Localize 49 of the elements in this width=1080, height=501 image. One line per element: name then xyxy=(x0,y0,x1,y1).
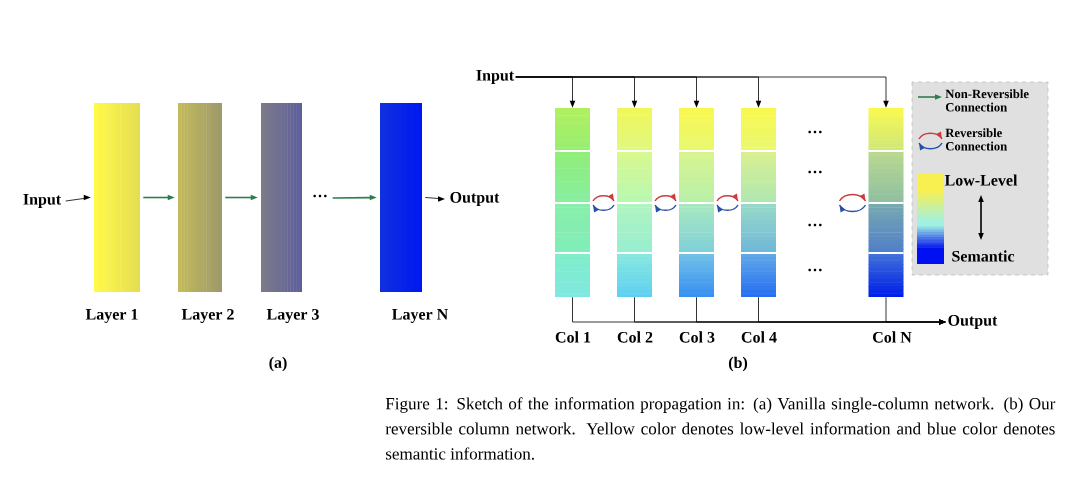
column-label: Col N xyxy=(873,331,912,343)
ellipsis: ··· xyxy=(808,268,822,272)
curved-arrow xyxy=(716,204,739,213)
layer-bar xyxy=(178,103,222,292)
arrow xyxy=(142,194,175,201)
column-bar xyxy=(867,108,905,297)
caption: Figure 1: Sketch of the information propagation in: (a) Vanilla single-column network. (b) Our reversible column network. Yellow color denotes low-level information and blue color denotes semantic information. xyxy=(385,397,1056,460)
layer-bar xyxy=(94,103,140,292)
column-label: Col 2 xyxy=(617,331,653,343)
legend-label: Non-Reversible Connection xyxy=(945,89,1029,112)
arrow xyxy=(515,76,889,108)
column-label: Col 3 xyxy=(679,331,715,343)
curved-arrow xyxy=(838,204,867,213)
arrow xyxy=(572,296,946,325)
ellipsis: ··· xyxy=(808,223,822,227)
arrow xyxy=(331,194,377,201)
layer-label: Layer 1 xyxy=(85,309,138,323)
layer-bar xyxy=(261,103,302,292)
input-label: Input xyxy=(476,70,515,84)
column-bar xyxy=(616,108,653,297)
layer-label: Layer 3 xyxy=(266,308,319,324)
column-bar xyxy=(554,108,591,297)
output-label: Output xyxy=(948,315,998,329)
legend-label: Semantic xyxy=(952,250,1015,262)
arrow xyxy=(65,194,91,202)
curved-arrow xyxy=(716,193,739,202)
column-bar xyxy=(678,108,715,297)
legend-label: Reversible Connection xyxy=(945,128,1007,151)
ellipsis: ··· xyxy=(808,170,822,174)
curved-arrow xyxy=(592,204,615,213)
column-label: Col 4 xyxy=(741,331,777,343)
layer-label: Layer 2 xyxy=(181,308,234,324)
legend-label: Low-Level xyxy=(944,174,1018,186)
curved-arrow xyxy=(838,193,867,202)
panel-label: (a) xyxy=(269,356,287,372)
layer-label: Layer N xyxy=(392,309,448,323)
curved-arrow xyxy=(654,193,677,202)
input-label: Input xyxy=(23,194,62,208)
panel-label: (b) xyxy=(728,356,748,372)
ellipsis: ··· xyxy=(808,130,822,134)
curved-arrow xyxy=(592,193,615,202)
layer-bar xyxy=(380,103,422,292)
column-bar xyxy=(740,108,777,297)
output-label: Output xyxy=(450,192,500,206)
column-label: Col 1 xyxy=(555,331,591,343)
arrow xyxy=(224,194,258,201)
curved-arrow xyxy=(654,204,677,213)
arrow xyxy=(424,196,445,202)
ellipsis: ··· xyxy=(313,194,327,198)
